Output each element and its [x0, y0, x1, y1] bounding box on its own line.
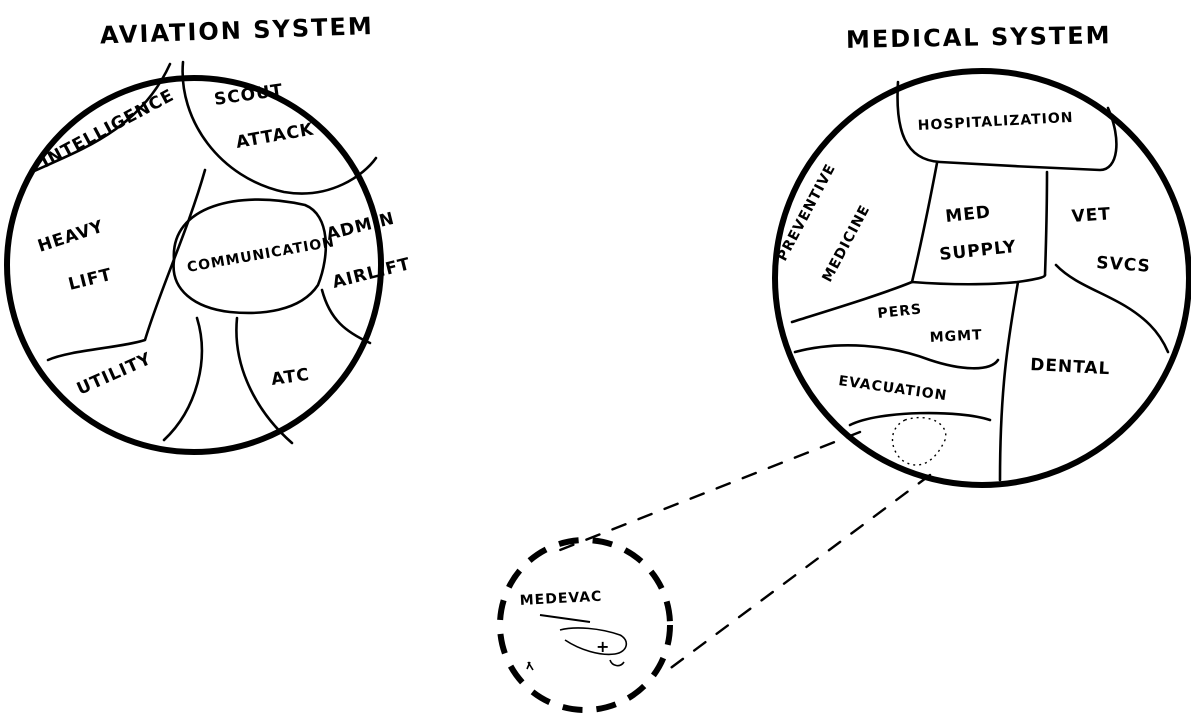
label-dental: DENTAL: [1030, 355, 1111, 379]
label-scout: SCOUT: [213, 80, 285, 109]
helicopter-icon: +: [526, 614, 628, 671]
medevac-zoom-circle: [497, 537, 673, 713]
medical-divider-meds-right: [1043, 170, 1049, 277]
label-vet: VET: [1071, 204, 1112, 227]
aviation-divider-utility: [162, 316, 204, 442]
label-airlift: AIRLIFT: [330, 254, 412, 293]
aviation-divider-heavylift: [46, 168, 207, 362]
label-med: MED: [944, 202, 991, 227]
label-svcs: SVCS: [1096, 253, 1152, 277]
medical-title: MEDICAL SYSTEM: [846, 21, 1112, 54]
aviation-divider-intelligence: [30, 62, 172, 174]
label-medevac: MEDEVAC: [519, 589, 602, 609]
label-atc: ATC: [270, 365, 311, 390]
medical-divider-evac: [848, 411, 992, 427]
medical-divider-meds-bottom: [910, 273, 1047, 286]
callout-line-upper: [553, 430, 862, 554]
label-supply: SUPPLY: [938, 237, 1017, 265]
label-utility: UTILITY: [74, 349, 155, 400]
medical-divider-hospitalization: [896, 80, 1118, 172]
label-pers: PERS: [877, 301, 923, 322]
label-medicine: MEDICINE: [819, 202, 873, 285]
label-mgmt: MGMT: [929, 327, 983, 346]
label-communication: COMMUNICATION: [186, 234, 336, 276]
aviation-divider-admin: [320, 288, 372, 345]
callout-line-lower: [666, 473, 932, 672]
medical-divider-vet: [1054, 263, 1170, 354]
medical-divider-pers: [793, 344, 1000, 370]
medical-cross-icon: +: [596, 637, 609, 656]
aviation-divider-communication: [172, 198, 328, 315]
aviation-system: AVIATION SYSTEM INTELLIGENCE SCOUT ATTAC…: [4, 12, 413, 455]
label-evacuation: EVACUATION: [837, 373, 948, 404]
aviation-title: AVIATION SYSTEM: [100, 12, 375, 50]
medical-circle: [772, 68, 1191, 488]
aviation-divider-atc: [235, 316, 294, 445]
label-lift: LIFT: [66, 265, 114, 295]
medevac-callout: MEDEVAC +: [497, 430, 932, 713]
aviation-divider-scout: [181, 60, 378, 195]
medical-divider-preventive: [790, 280, 914, 324]
medical-system: MEDICAL SYSTEM HOSPITALIZATION PREVENTIV…: [772, 21, 1191, 488]
label-attack: ATTACK: [234, 120, 315, 153]
label-hospitalization: HOSPITALIZATION: [917, 110, 1073, 134]
label-admin: ADMIN: [324, 209, 397, 245]
medical-divider-dental: [998, 280, 1020, 482]
label-heavy: HEAVY: [35, 217, 106, 257]
aviation-circle: [4, 75, 384, 455]
medical-divider-meds-left: [910, 161, 939, 284]
medevac-highlight-spot: [891, 416, 947, 466]
